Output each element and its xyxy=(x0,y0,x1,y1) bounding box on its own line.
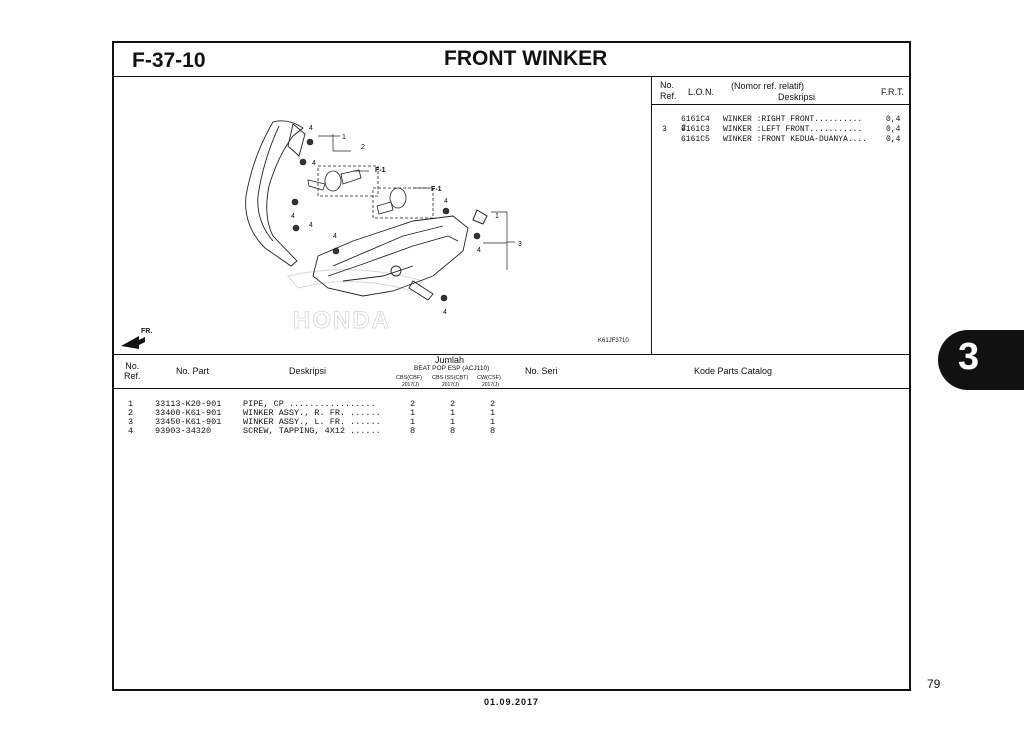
parts-catalog-header: Kode Parts Catalog xyxy=(694,366,773,376)
print-date: 01.09.2017 xyxy=(484,697,540,707)
svg-text:2: 2 xyxy=(361,144,365,151)
part-qty-1: 1 xyxy=(410,408,416,418)
part-qty-2: 8 xyxy=(450,426,456,436)
svg-text:1: 1 xyxy=(342,134,346,141)
part-desc: PIPE, CP ................. xyxy=(243,399,376,409)
callout-lines xyxy=(318,134,515,270)
parts-variant-1: CBS(CBF) xyxy=(396,375,422,381)
part-number: 33113-K20-901 xyxy=(155,399,222,409)
right-winker-drawing xyxy=(312,215,469,301)
lon-header-divider xyxy=(651,104,910,105)
svg-text:F-1: F-1 xyxy=(375,167,386,174)
parts-year-3: 2017(J) xyxy=(482,382,499,388)
part-desc: SCREW, TAPPING, 4X12 ...... xyxy=(243,426,381,436)
svg-text:1: 1 xyxy=(495,213,499,220)
part-ref: 2 xyxy=(128,408,134,418)
lon-desc: WINKER :LEFT FRONT........... xyxy=(723,125,863,134)
parts-variant-3: CW(CSF) xyxy=(477,375,501,381)
svg-text:4: 4 xyxy=(444,198,448,205)
svg-text:3: 3 xyxy=(518,241,522,248)
part-number: 93903-34320 xyxy=(155,426,212,436)
lon-code: 6161C4 xyxy=(681,115,710,124)
lon-ref: 2 xyxy=(681,124,687,133)
page-number: 79 xyxy=(927,677,941,691)
diagram-bottom-divider xyxy=(113,354,910,355)
parts-qty-model: BEAT POP ESP (ACJ110) xyxy=(414,365,490,372)
header-divider xyxy=(113,76,910,77)
section-code: F-37-10 xyxy=(132,49,206,72)
honda-watermark: HONDA xyxy=(287,269,424,334)
svg-text:FR.: FR. xyxy=(141,328,152,335)
lon-row: 2 xyxy=(662,115,686,142)
section-tab xyxy=(938,330,1024,390)
lon-frt-header: F.R.T. xyxy=(881,87,905,97)
lon-desc-header: Deskripsi xyxy=(778,92,816,102)
exploded-diagram: HONDA xyxy=(113,76,651,354)
parts-desc-header: Deskripsi xyxy=(289,366,327,376)
part-number: 33400-K61-901 xyxy=(155,408,222,418)
illustration-id: K61JF3710 xyxy=(598,338,629,344)
screws xyxy=(291,138,481,302)
svg-text:HONDA: HONDA xyxy=(293,307,391,334)
svg-text:4: 4 xyxy=(333,233,337,240)
part-qty-2: 2 xyxy=(450,399,456,409)
parts-serial-header: No. Seri xyxy=(525,366,558,376)
part-qty-1: 8 xyxy=(410,426,416,436)
lon-ref: 3 xyxy=(662,125,667,134)
lon-desc: WINKER :FRONT KEDUA-DUANYA.... xyxy=(723,135,868,144)
parts-header-divider xyxy=(113,388,910,389)
part-qty-3: 8 xyxy=(490,426,496,436)
parts-no-part-header: No. Part xyxy=(176,366,210,376)
page-frame xyxy=(112,41,911,691)
svg-text:4: 4 xyxy=(291,213,295,220)
part-qty-2: 1 xyxy=(450,408,456,418)
parts-no-ref-header: No.Ref. xyxy=(124,361,141,381)
pipe-drawing xyxy=(472,209,488,225)
lon-frt: 0,4 xyxy=(886,135,901,144)
part-number: 33450-K61-901 xyxy=(155,417,222,427)
parts-variant-2: CBS ISS(CBT) xyxy=(432,375,469,381)
part-qty-1: 2 xyxy=(410,399,416,409)
lon-frt: 0,4 xyxy=(886,115,901,124)
svg-text:4: 4 xyxy=(309,222,313,229)
part-qty-2: 1 xyxy=(450,417,456,427)
svg-text:4: 4 xyxy=(443,309,447,316)
part-ref: 4 xyxy=(128,426,134,436)
part-desc: WINKER ASSY., R. FR. ...... xyxy=(243,408,381,418)
part-desc: WINKER ASSY., L. FR. ...... xyxy=(243,417,381,427)
lon-frt: 0,4 xyxy=(886,125,901,134)
part-ref: 3 xyxy=(128,417,134,427)
lon-lon-header: L.O.N. xyxy=(688,87,715,97)
left-lens-drawing xyxy=(245,120,306,267)
lon-code: 6161C5 xyxy=(681,135,710,144)
socket-drawing xyxy=(307,165,434,219)
svg-text:4: 4 xyxy=(309,125,313,132)
svg-text:F-1: F-1 xyxy=(431,186,442,193)
front-direction-arrow: FR. xyxy=(121,328,152,349)
svg-text:4: 4 xyxy=(477,247,481,254)
parts-qty-header: Jumlah xyxy=(435,355,465,365)
section-number: 3 xyxy=(958,336,980,378)
lon-no-ref-header: No.Ref. xyxy=(660,80,677,101)
part-qty-3: 2 xyxy=(490,399,496,409)
part-ref: 1 xyxy=(128,399,134,409)
diagram-lon-divider xyxy=(651,76,652,354)
parts-year-2: 2017(J) xyxy=(442,382,459,388)
part-qty-1: 1 xyxy=(410,417,416,427)
page-title: FRONT WINKER xyxy=(444,47,608,70)
part-qty-3: 1 xyxy=(490,408,496,418)
lon-desc-top-header: (Nomor ref. relatif) xyxy=(731,81,805,91)
diagram-drawing: HONDA xyxy=(121,120,522,349)
parts-year-1: 2017(J) xyxy=(402,382,419,388)
svg-text:4: 4 xyxy=(312,160,316,167)
callout-labels: 412 444 444 413 F-1F-1 xyxy=(291,125,522,316)
lon-code: 6161C3 xyxy=(681,125,710,134)
lon-desc: WINKER :RIGHT FRONT.......... xyxy=(723,115,863,124)
part-qty-3: 1 xyxy=(490,417,496,427)
